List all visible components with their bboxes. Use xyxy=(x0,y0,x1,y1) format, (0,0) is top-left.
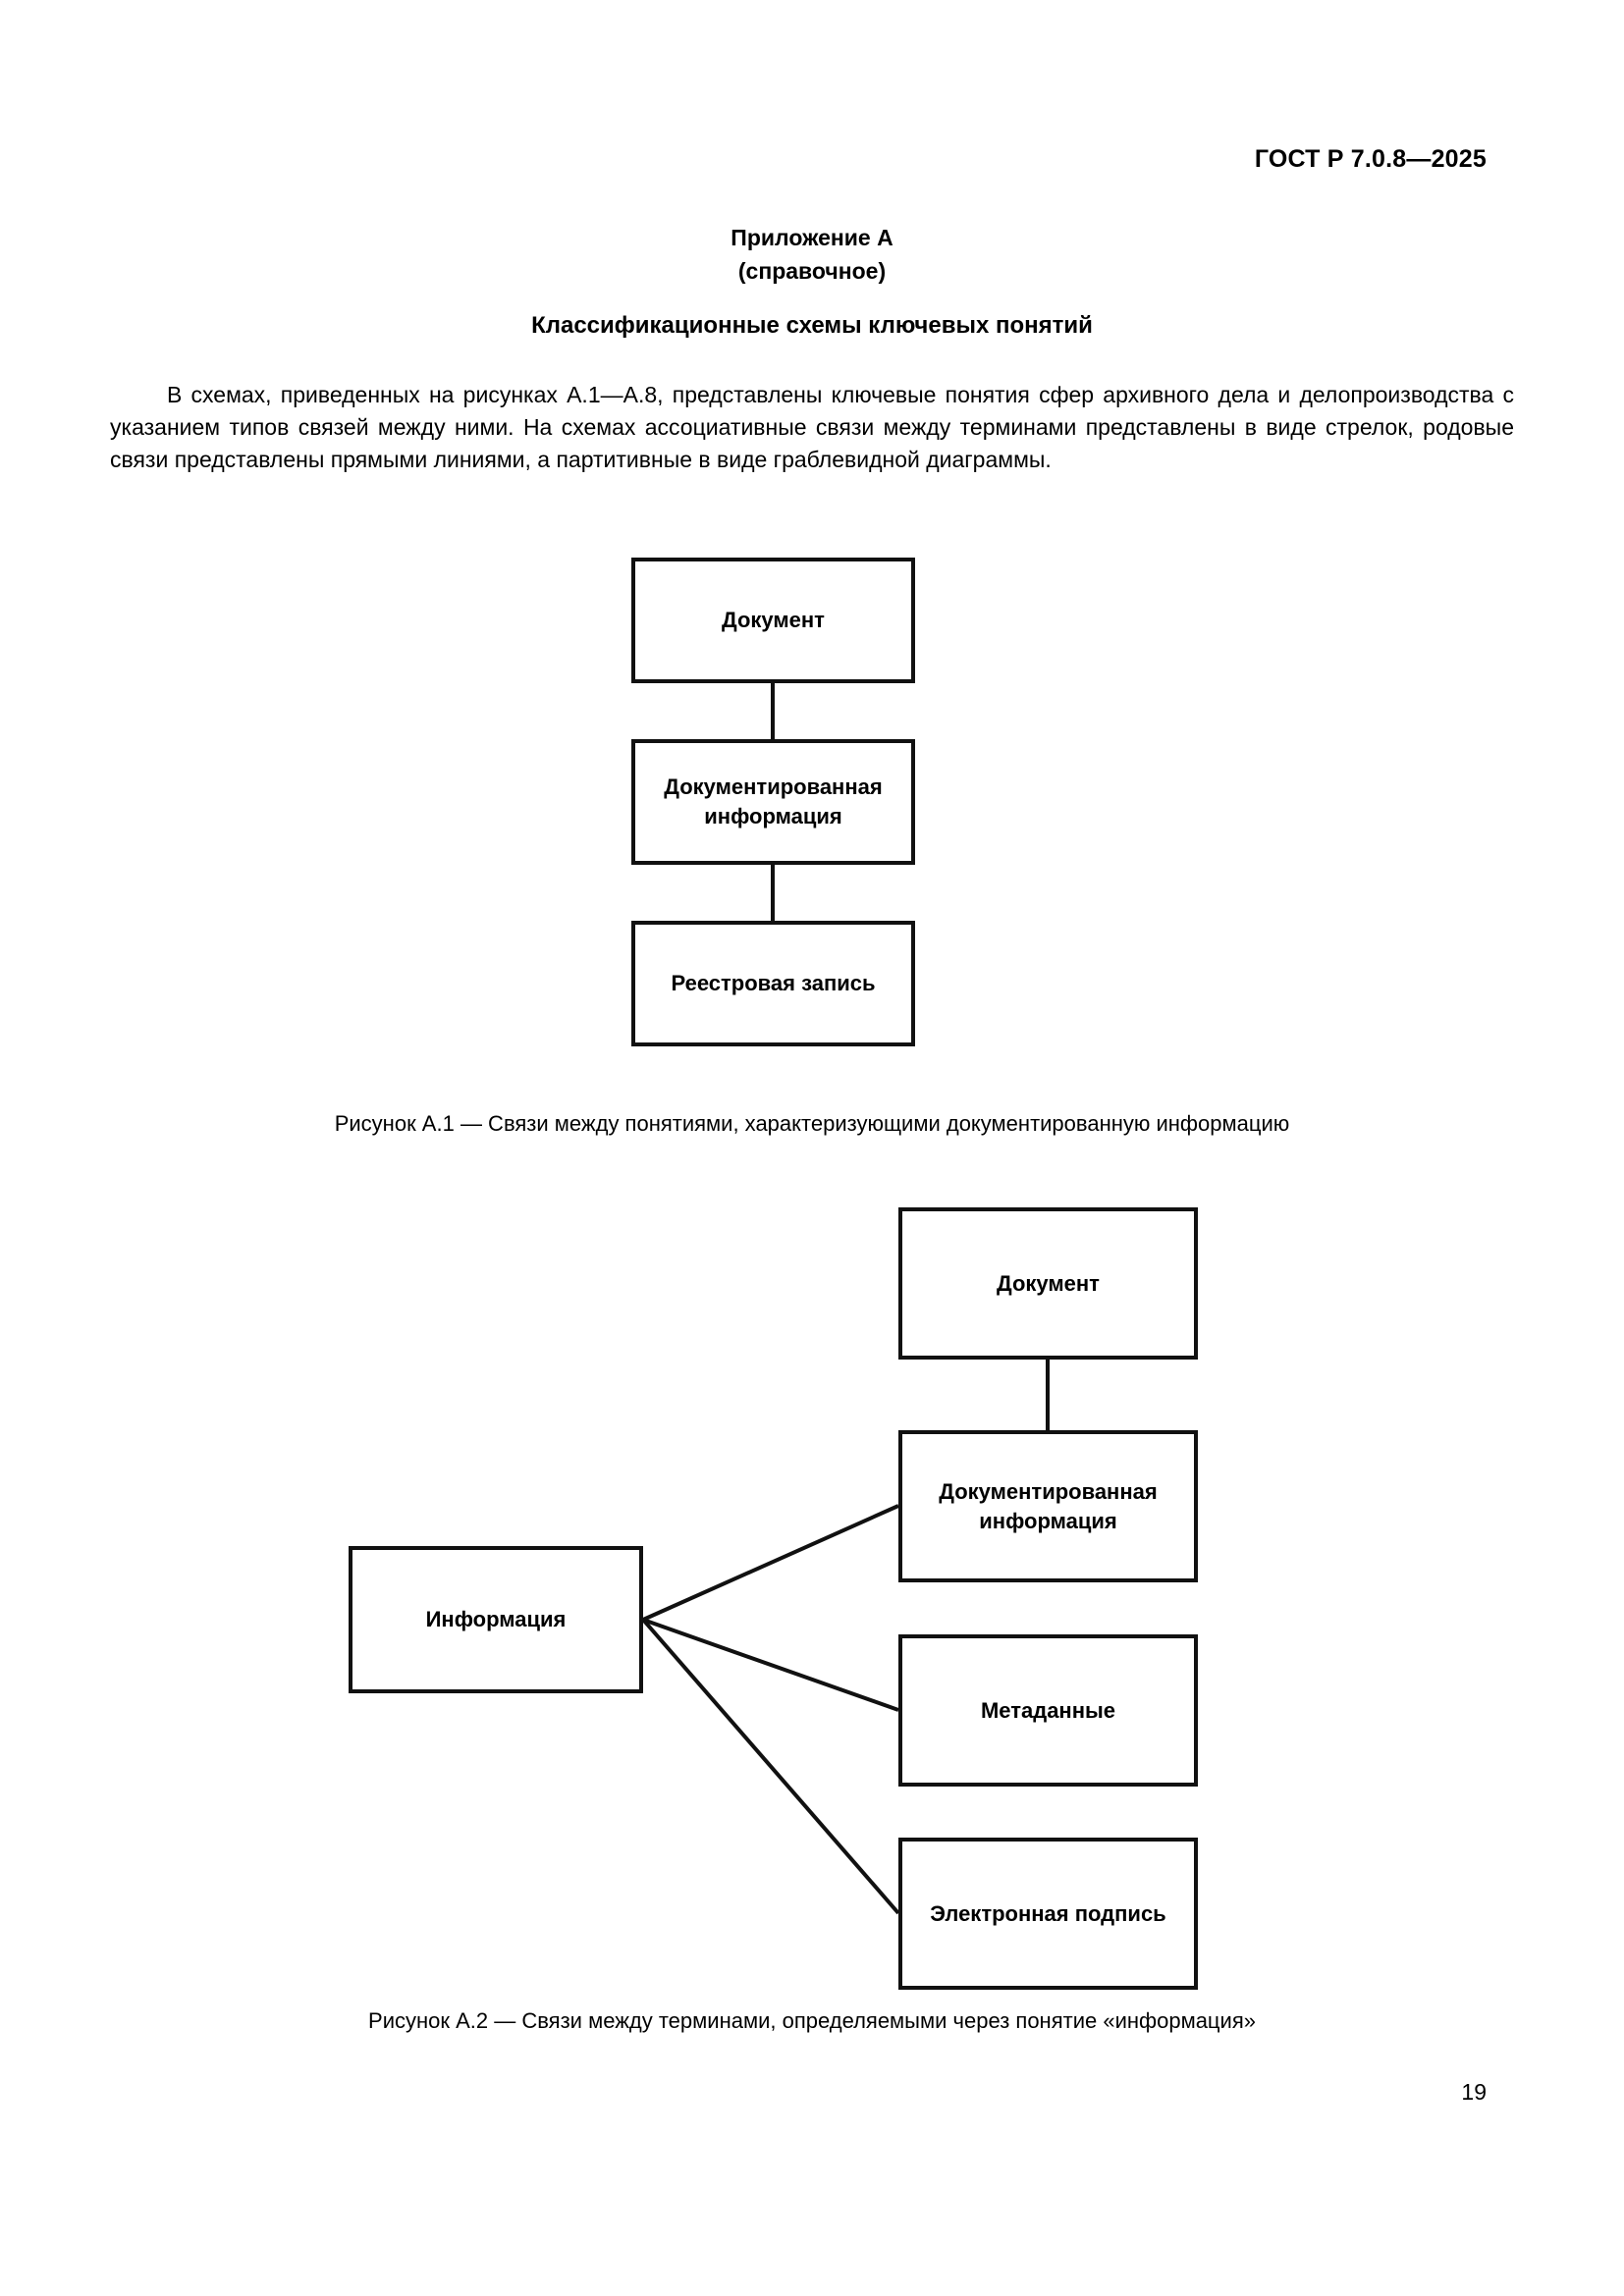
edge-information-to-documented-information xyxy=(642,1504,899,1622)
section-title: Классификационные схемы ключевых понятий xyxy=(531,312,1093,339)
edge-information-to-electronic-signature xyxy=(641,1618,900,1915)
node-registry-record: Реестровая запись xyxy=(631,921,915,1046)
annex-heading: Приложение А (справочное) xyxy=(0,221,1624,288)
page-number: 19 xyxy=(1461,2079,1487,2105)
node-documented-information: Документированная информация xyxy=(631,739,915,865)
figure-a1-caption: Рисунок А.1 — Связи между понятиями, хар… xyxy=(334,1111,1290,1136)
annex-title: Приложение А xyxy=(731,225,893,250)
node-documented-information: Документированная информация xyxy=(898,1430,1198,1582)
node-information: Информация xyxy=(349,1546,643,1693)
edge-information-to-metadata xyxy=(642,1618,899,1712)
node-document: Документ xyxy=(631,558,915,683)
node-metadata: Метаданные xyxy=(898,1634,1198,1787)
paragraph-text: В схемах, приведенных на рисунках А.1—А.… xyxy=(110,382,1514,472)
standard-number-header: ГОСТ Р 7.0.8—2025 xyxy=(1254,145,1487,173)
node-document: Документ xyxy=(898,1207,1198,1360)
node-electronic-signature: Электронная подпись xyxy=(898,1838,1198,1990)
annex-subtitle: (справочное) xyxy=(737,258,887,284)
intro-paragraph: В схемах, приведенных на рисунках А.1—А.… xyxy=(110,379,1514,476)
figure-a2-caption: Рисунок А.2 — Связи между терминами, опр… xyxy=(368,2008,1256,2033)
